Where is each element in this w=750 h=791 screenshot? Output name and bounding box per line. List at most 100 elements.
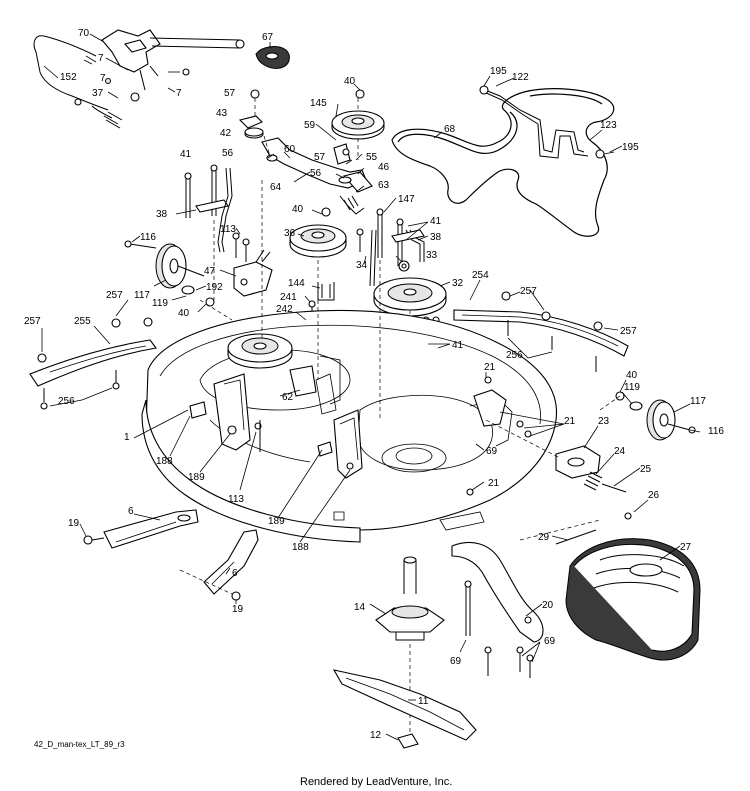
callout-119: 119 (624, 382, 640, 393)
callout-40: 40 (626, 370, 638, 381)
callout-116: 116 (140, 232, 156, 243)
callout-37: 37 (92, 88, 104, 99)
callout-256: 256 (58, 396, 75, 407)
callout-254: 254 (472, 270, 489, 281)
callout-21: 21 (564, 416, 576, 427)
callout-11: 11 (418, 696, 429, 707)
callout-119: 119 (152, 298, 168, 309)
callout-59: 59 (304, 120, 316, 131)
callout-113: 113 (228, 494, 244, 505)
assembly-leaders (199, 180, 621, 459)
callout-21: 21 (488, 478, 500, 489)
callout-152: 152 (60, 72, 77, 83)
callout-188: 188 (292, 542, 309, 553)
callout-144: 144 (288, 278, 305, 289)
callout-27: 27 (680, 542, 692, 553)
callout-67: 67 (262, 32, 274, 43)
callout-195: 195 (622, 142, 639, 153)
callout-255: 255 (74, 316, 91, 327)
callout-257: 257 (620, 326, 637, 337)
callout-241: 241 (280, 292, 297, 303)
callout-41: 41 (452, 340, 464, 351)
callout-26: 26 (648, 490, 660, 501)
callout-257: 257 (106, 290, 123, 301)
callout-64: 64 (270, 182, 282, 193)
callout-56: 56 (222, 148, 234, 159)
left-idler-arm (184, 164, 347, 334)
callout-69: 69 (486, 446, 498, 457)
callout-188: 188 (156, 456, 173, 467)
callout-7: 7 (98, 53, 104, 64)
belt-cover-assembly (451, 445, 701, 678)
callout-42: 42 (220, 128, 232, 139)
left-gauge-wheel (124, 240, 215, 307)
leader-lines (41, 33, 701, 741)
callout-117: 117 (690, 396, 706, 407)
callout-25: 25 (640, 464, 652, 475)
callout-32: 32 (452, 278, 464, 289)
callout-36: 36 (284, 228, 296, 239)
callout-56: 56 (310, 168, 322, 179)
left-stabilizer-bar (29, 317, 157, 410)
callout-1: 1 (124, 432, 130, 443)
callout-23: 23 (598, 416, 610, 427)
callout-34: 34 (356, 260, 368, 271)
callout-33: 33 (426, 250, 438, 261)
callout-257: 257 (24, 316, 41, 327)
callout-19: 19 (68, 518, 80, 529)
callout-labels: 70 67 7 152 7 37 7 57 40 195 122 145 43 … (24, 28, 724, 741)
callout-43: 43 (216, 108, 228, 119)
callout-29: 29 (538, 532, 550, 543)
mower-deck-housing (141, 309, 558, 543)
callout-257: 257 (520, 286, 537, 297)
callout-40: 40 (292, 204, 304, 215)
callout-57: 57 (224, 88, 236, 99)
spindle-blade-assembly (332, 556, 477, 749)
callout-242: 242 (276, 304, 293, 315)
callout-38: 38 (156, 209, 168, 220)
callout-69: 69 (544, 636, 556, 647)
callout-147: 147 (398, 194, 415, 205)
callout-57: 57 (314, 152, 326, 163)
callout-19: 19 (232, 604, 244, 615)
callout-70: 70 (78, 28, 90, 39)
callout-192: 192 (206, 282, 223, 293)
lift-lever-assembly (33, 29, 290, 129)
callout-55: 55 (366, 152, 378, 163)
callout-189: 189 (268, 516, 285, 527)
callout-68: 68 (444, 124, 456, 135)
callout-195: 195 (490, 66, 507, 77)
callout-145: 145 (310, 98, 327, 109)
callout-46: 46 (378, 162, 390, 173)
callout-24: 24 (614, 446, 626, 457)
callout-63: 63 (378, 180, 390, 191)
callout-41: 41 (180, 149, 192, 160)
right-gauge-wheel (615, 391, 696, 441)
callout-116: 116 (708, 426, 724, 437)
callout-6: 6 (232, 568, 238, 579)
right-stabilizer-bar (453, 291, 629, 372)
callout-41: 41 (430, 216, 442, 227)
rendered-by-footer: Rendered by LeadVenture, Inc. (300, 776, 452, 788)
callout-7: 7 (176, 88, 182, 99)
callout-256: 256 (506, 350, 523, 361)
callout-12: 12 (370, 730, 382, 741)
diagram-reference-code: 42_D_man-tex_LT_89_r3 (34, 740, 125, 749)
callout-40: 40 (344, 76, 356, 87)
callout-38: 38 (430, 232, 442, 243)
callout-113: 113 (220, 224, 236, 235)
callout-69: 69 (450, 656, 462, 667)
callout-60: 60 (284, 144, 296, 155)
callout-47: 47 (204, 266, 216, 277)
callout-14: 14 (354, 602, 366, 613)
callout-117: 117 (134, 290, 150, 301)
callout-21: 21 (484, 362, 496, 373)
idler-pulley-assembly (238, 89, 385, 215)
deck-lift-links (83, 509, 259, 601)
callout-122: 122 (512, 72, 529, 83)
callout-6: 6 (128, 506, 134, 517)
drive-belt (391, 85, 615, 237)
callout-40: 40 (178, 308, 190, 319)
callout-123: 123 (600, 120, 617, 131)
